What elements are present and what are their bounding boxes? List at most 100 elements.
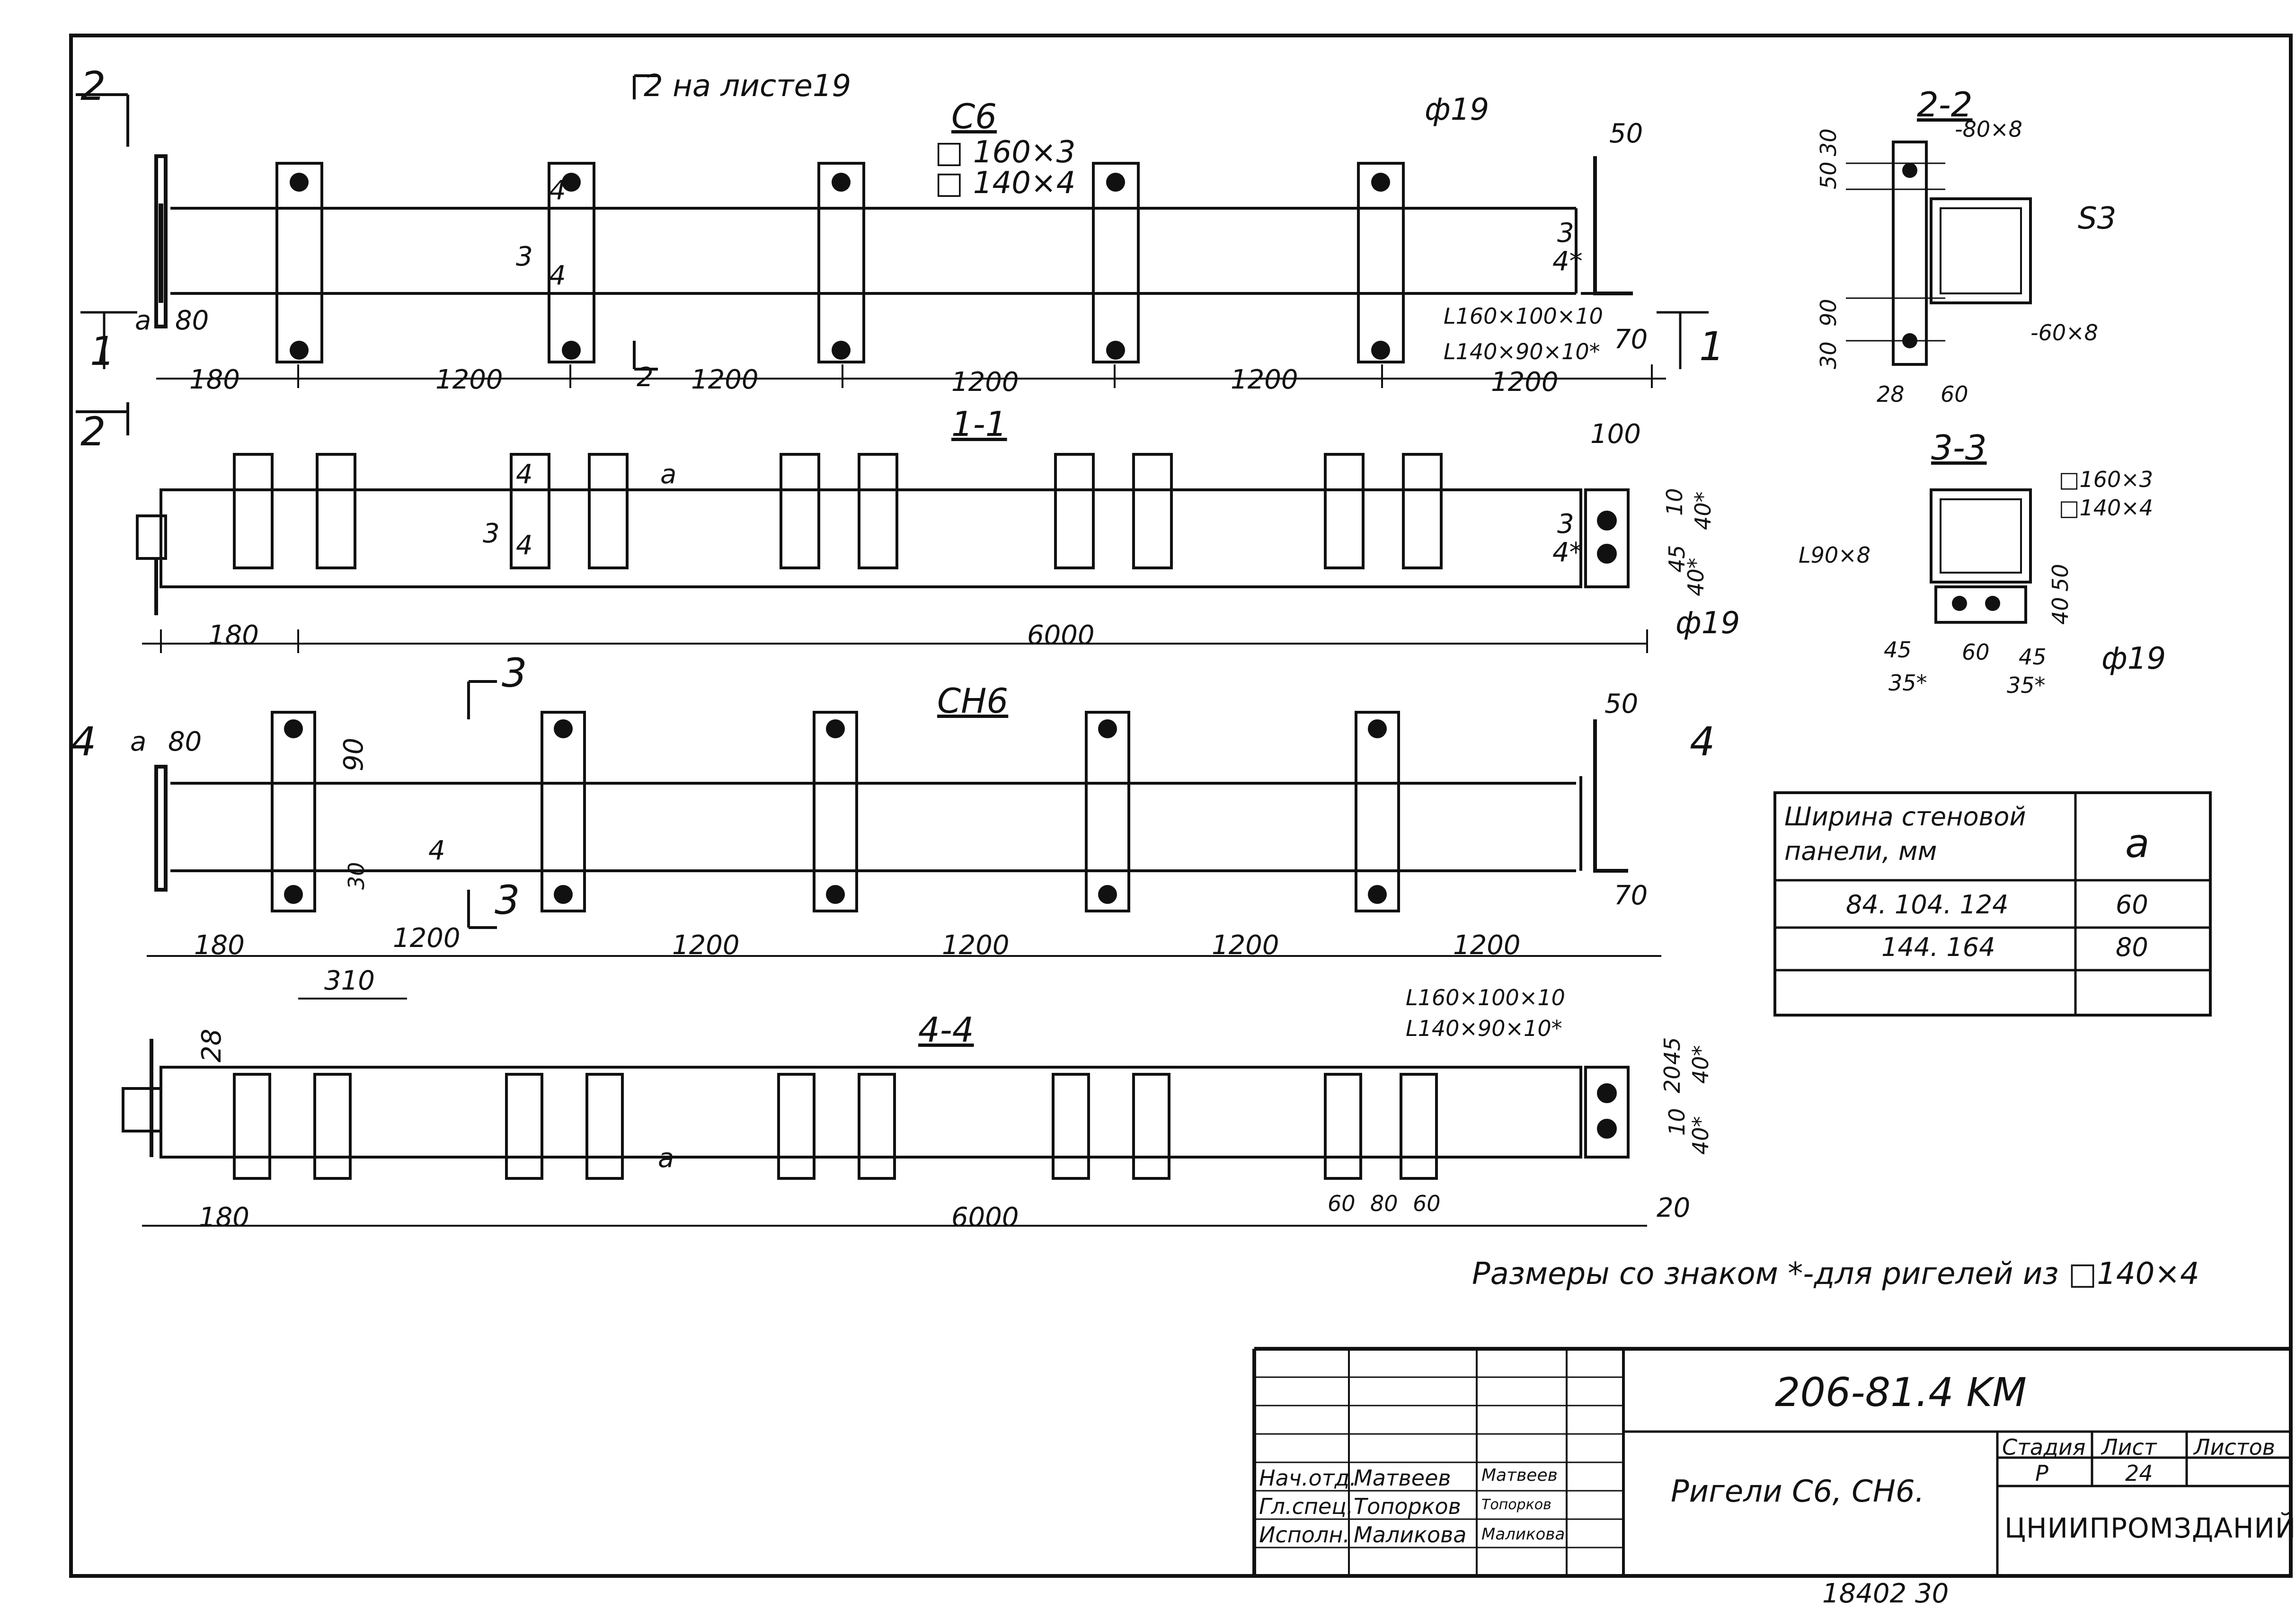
s44-view xyxy=(122,1039,1647,1227)
c6-bolts xyxy=(290,173,1390,360)
s22-plate-bottom: -60×8 xyxy=(2030,320,2098,345)
footnote: Размеры со знаком *-для ригелей из □140×… xyxy=(1472,1256,2199,1292)
s44-title: 4-4 xyxy=(918,1010,974,1050)
s11-v-40s: 40* xyxy=(1690,491,1716,530)
s44-stiffeners xyxy=(233,1073,1438,1180)
ch6-right-50: 50 xyxy=(1605,689,1639,719)
tb-sign-1: Матвеев xyxy=(1481,1466,1558,1485)
ch6-dim-180: 180 xyxy=(194,930,245,961)
c6-weld-4a: 4 xyxy=(549,175,566,206)
ch6-stiffeners xyxy=(271,711,1400,912)
tb-role-2: Гл.спец. xyxy=(1259,1494,1354,1519)
tb-sheets-label: Листов xyxy=(2194,1434,2275,1460)
tb-sheet-label: Лист xyxy=(2101,1434,2157,1460)
sections-bolts xyxy=(1902,163,2000,611)
footer-number: 18402 30 xyxy=(1822,1578,1949,1609)
table-row2-a: 80 xyxy=(2116,932,2148,962)
ch6-cut-3-top: 3 xyxy=(502,650,527,696)
s11-stiffeners xyxy=(233,453,1443,569)
ch6-dim-310: 310 xyxy=(324,965,375,996)
s44-angle-main: L160×100×10 xyxy=(1406,985,1565,1010)
s11-w3: 3 xyxy=(483,518,500,549)
s44-v-40s2: 40* xyxy=(1688,1116,1713,1155)
s11-w4: 4 xyxy=(516,459,533,490)
tb-name-2: Топорков xyxy=(1354,1494,1461,1519)
tb-name-1: Матвеев xyxy=(1354,1465,1451,1491)
panel-table-grid xyxy=(1773,791,2212,1017)
s11-dim-180: 180 xyxy=(208,620,259,651)
ch6-w4: 4 xyxy=(428,835,445,866)
s44-bottom-60b: 60 xyxy=(1413,1191,1441,1216)
c6-cut-2-bottom: 2 xyxy=(80,408,106,455)
table-col2-header: a xyxy=(2125,820,2150,867)
s33-v-50: 50 xyxy=(2048,564,2073,592)
s11-a: a xyxy=(660,459,677,490)
c6-weld-4b: 4 xyxy=(549,260,566,291)
c6-hole: ф19 xyxy=(1425,92,1489,127)
s11-dim-6000: 6000 xyxy=(1027,620,1095,651)
ch6-left-a: a xyxy=(130,726,147,757)
table-col1-header: Ширина стеновой панели, мм xyxy=(1784,802,2026,866)
s22-weld: S3 xyxy=(2078,201,2117,236)
ch6-title: СН6 xyxy=(937,681,1009,721)
ch6-dim-1200-1: 1200 xyxy=(393,923,461,954)
s22-v-30: 30 xyxy=(1816,128,1841,156)
s22-v-90: 90 xyxy=(1816,299,1841,327)
s11-w4b: 4 xyxy=(516,530,533,561)
title-block-grid xyxy=(1252,1347,2291,1576)
ch6-dim-1200-4: 1200 xyxy=(1212,930,1279,961)
s44-bottom-60a: 60 xyxy=(1328,1191,1356,1216)
s22-v-30b: 30 xyxy=(1816,341,1841,369)
ch6-left-80: 80 xyxy=(168,726,202,757)
tb-role-1: Нач.отд. xyxy=(1259,1465,1356,1491)
s22-plate-top: -80×8 xyxy=(1955,116,2022,142)
s11-w3b: 3 xyxy=(1557,509,1574,540)
c6-weld-4s: 4* xyxy=(1552,246,1583,277)
s22-title: 2-2 xyxy=(1917,85,1973,124)
tb-sign-2: Топорков xyxy=(1481,1496,1551,1513)
ch6-dim-1200-2: 1200 xyxy=(672,930,740,961)
c6-view xyxy=(76,74,1709,435)
c6-dim-1200-2: 1200 xyxy=(691,364,759,395)
table-row2-width: 144. 164 xyxy=(1881,932,1995,962)
ch6-cut-3-bottom: 3 xyxy=(495,877,520,923)
c6-cut-1-left: 1 xyxy=(90,328,115,374)
ch6-cut-4-left: 4 xyxy=(71,718,97,765)
c6-weld-3a: 3 xyxy=(516,241,533,272)
s44-v-40s: 40* xyxy=(1688,1045,1713,1084)
ch6-dim-90: 90 xyxy=(338,737,369,771)
s22-view xyxy=(1846,141,2032,366)
c6-left-80: 80 xyxy=(175,305,209,336)
s33-dim-60: 60 xyxy=(1962,639,1990,665)
s11-hole: ф19 xyxy=(1675,606,1740,641)
ch6-dim-30: 30 xyxy=(344,862,369,890)
ch6-bolts xyxy=(284,719,1387,904)
c6-right-50: 50 xyxy=(1609,118,1643,149)
c6-stiffeners xyxy=(275,162,1405,363)
s33-view xyxy=(1930,488,2032,624)
s11-w4s: 4* xyxy=(1552,537,1583,568)
ch6-cut-4-right: 4 xyxy=(1690,718,1715,765)
frame-border xyxy=(69,34,2293,1578)
c6-dim-1200-5: 1200 xyxy=(1491,367,1559,398)
s44-v-45: 45 xyxy=(1659,1037,1685,1065)
s44-dim-180: 180 xyxy=(199,1202,249,1233)
s44-dim-28: 28 xyxy=(196,1028,227,1062)
s44-angle-alt: L140×90×10* xyxy=(1406,1016,1562,1041)
s22-h-28: 28 xyxy=(1877,381,1905,407)
tb-stage-label: Стадия xyxy=(2002,1434,2086,1460)
c6-angle-alt: L140×90×10* xyxy=(1444,339,1600,364)
tb-sheet: 24 xyxy=(2125,1460,2153,1486)
s33-profile-alt: □140×4 xyxy=(2059,495,2154,521)
c6-profile-alt: □ 140×4 xyxy=(935,166,1076,201)
s11-view xyxy=(136,453,1648,653)
c6-dim-180: 180 xyxy=(189,364,240,395)
s11-v-10: 10 xyxy=(1662,488,1687,516)
c6-right-70: 70 xyxy=(1614,324,1648,355)
s33-dim-35a: 35* xyxy=(1888,670,1927,696)
tb-name-3: Маликова xyxy=(1354,1522,1467,1548)
s33-dim-45a: 45 xyxy=(1884,637,1912,663)
s11-title: 1-1 xyxy=(951,404,1007,444)
table-row1-width: 84. 104. 124 xyxy=(1846,890,2009,920)
